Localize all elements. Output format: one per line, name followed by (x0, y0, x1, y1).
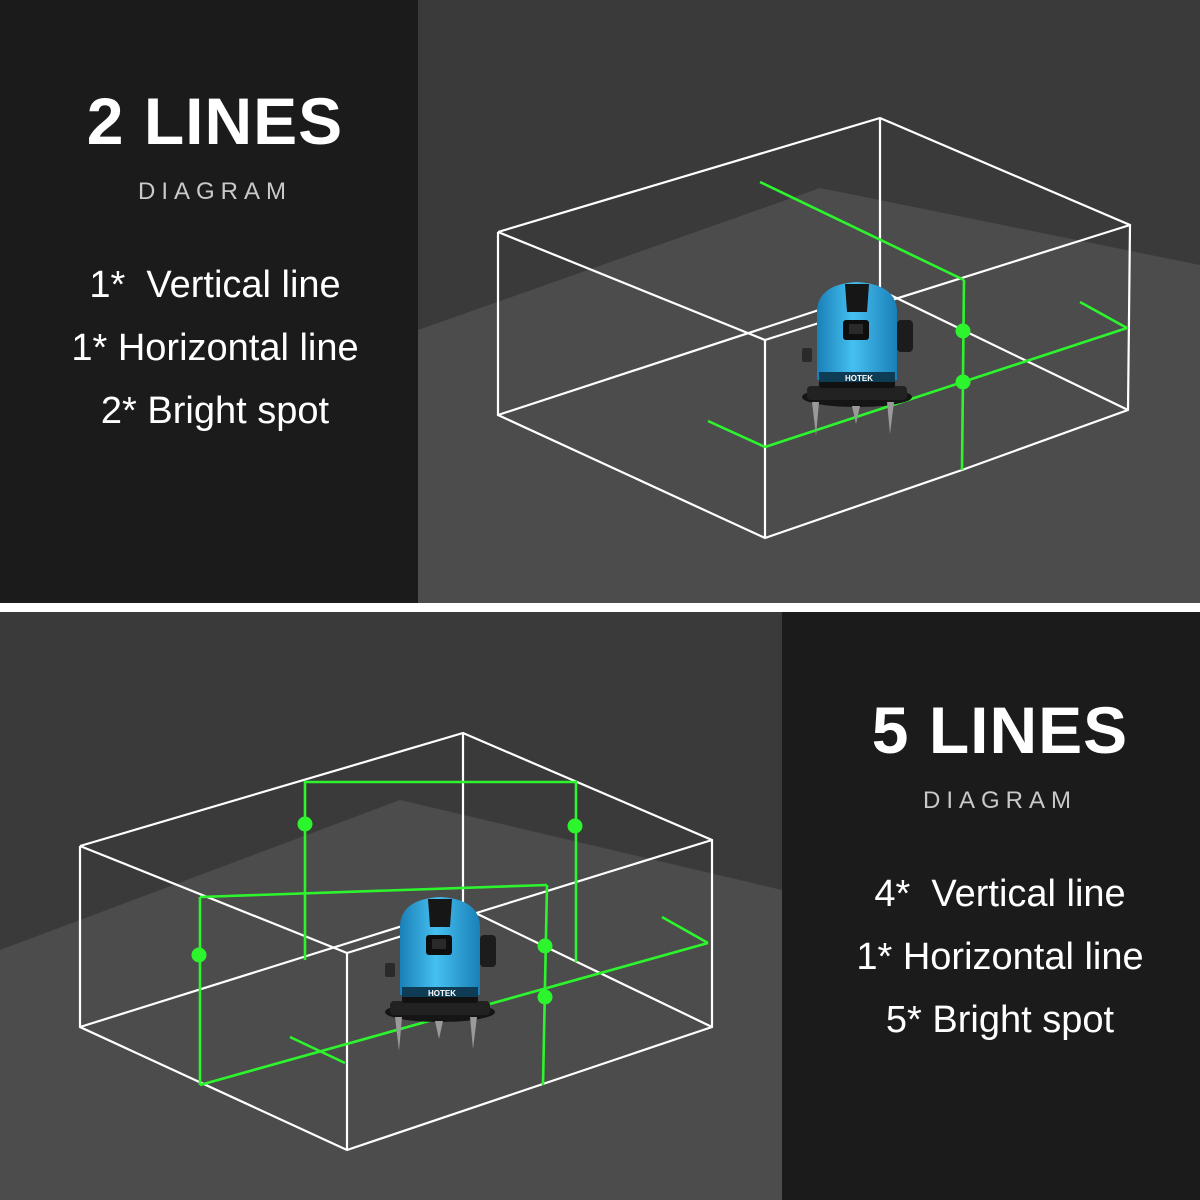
feature-item: 1* Vertical line (89, 264, 341, 306)
bright-spot (955, 374, 971, 390)
info-5-lines: 5 LINES DIAGRAM 4* Vertical line 1* Hori… (790, 697, 1200, 1052)
feature-item: 4* Vertical line (874, 873, 1126, 915)
panel-subtitle: DIAGRAM (922, 787, 1077, 814)
device-brand-label: HOTEK (845, 374, 873, 383)
text-panel-background (782, 612, 1200, 1200)
panel-title: 5 LINES (871, 693, 1129, 767)
floor-shade (0, 800, 782, 1200)
laser-level-device: HOTEK (802, 282, 913, 436)
bright-spot (297, 816, 313, 832)
feature-list: 1* Vertical line 1* Horizontal line 2* B… (0, 254, 430, 443)
bright-spot (191, 947, 207, 963)
bright-spot (537, 989, 553, 1005)
wireframe-box (496, 116, 1132, 540)
text-panel-background (0, 0, 418, 603)
laser-level-device: HOTEK (385, 897, 496, 1051)
feature-item: 1* Horizontal line (71, 327, 359, 369)
bright-spot (955, 323, 971, 339)
bright-spot (567, 818, 583, 834)
panel-2-lines: HOTEK 2 LINES DIAGRAM 1* Vertical line 1… (0, 0, 1200, 603)
panel-title: 2 LINES (86, 84, 344, 158)
feature-item: 5* Bright spot (885, 999, 1115, 1041)
feature-item: 1* Horizontal line (856, 936, 1144, 978)
feature-list: 4* Vertical line 1* Horizontal line 5* B… (790, 863, 1200, 1052)
device-brand-label: HOTEK (428, 989, 456, 998)
panel-divider (0, 603, 1200, 612)
info-2-lines: 2 LINES DIAGRAM 1* Vertical line 1* Hori… (0, 88, 430, 443)
laser-diagram-2-lines: HOTEK (0, 0, 1200, 603)
panel-5-lines: HOTEK 5 LINES DIAGRAM 4* Vertical line 1… (0, 612, 1200, 1200)
bright-spot (537, 938, 553, 954)
feature-item: 2* Bright spot (100, 390, 330, 432)
laser-diagram-5-lines: HOTEK (0, 612, 1200, 1200)
panel-subtitle: DIAGRAM (137, 178, 292, 205)
